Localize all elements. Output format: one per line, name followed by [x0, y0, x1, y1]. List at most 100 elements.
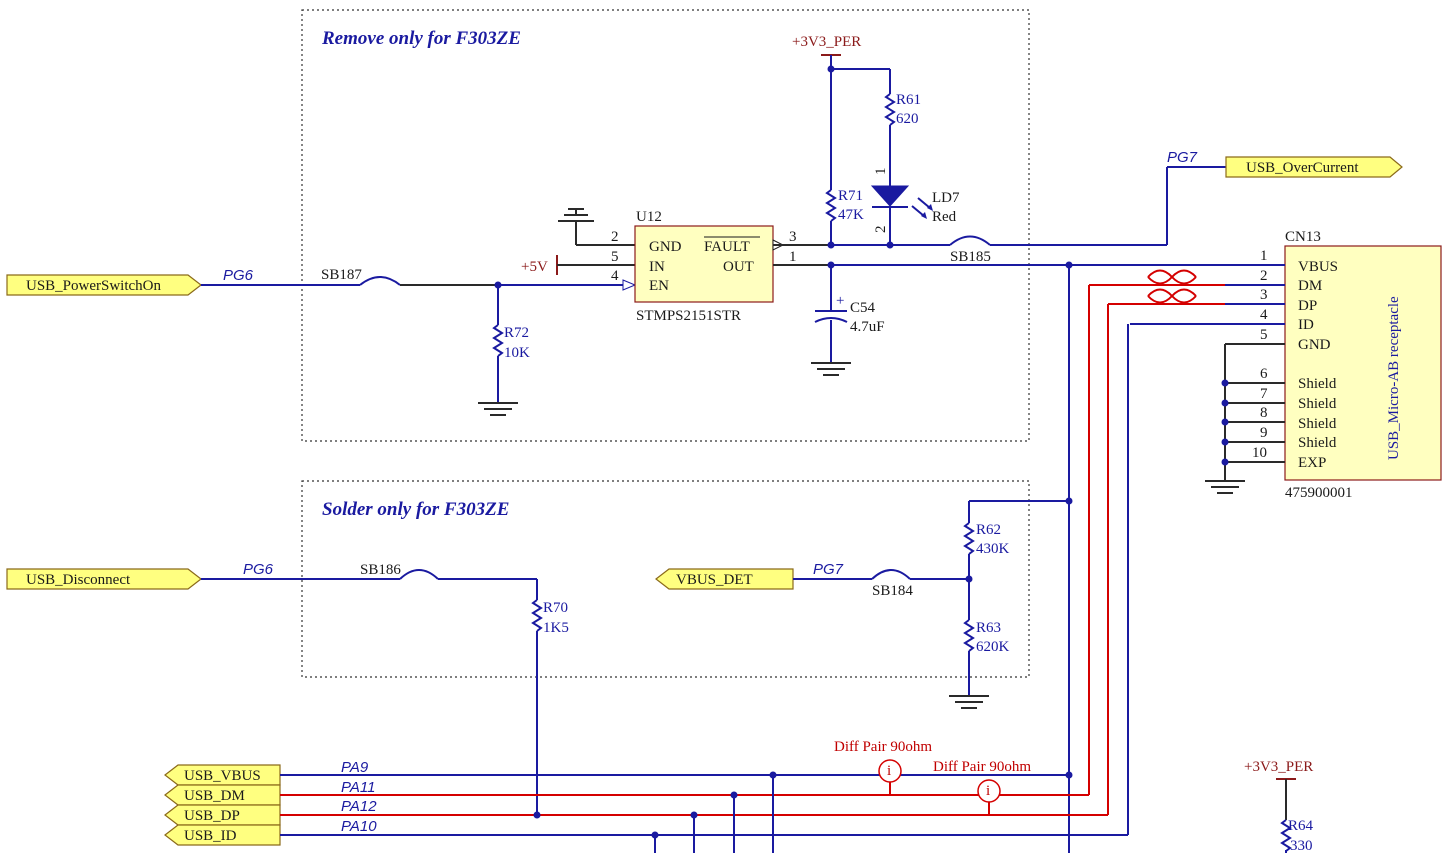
solder-section-frame — [301, 480, 1030, 678]
cn13-pin2-name: DM — [1298, 278, 1322, 294]
capacitor-c54-plate2 — [814, 317, 848, 323]
power-5v: +5V — [521, 259, 548, 275]
ld7-pin1: 1 — [873, 168, 889, 176]
port-usb-overcurrent-label: USB_OverCurrent — [1246, 160, 1359, 176]
ground-icon-u12 — [558, 208, 594, 222]
remove-section-title: Remove only for F303ZE — [321, 28, 521, 49]
port-usb-overcurrent[interactable] — [1225, 156, 1403, 178]
ld7-pin2: 2 — [873, 226, 889, 234]
port-usb-disconnect[interactable] — [6, 568, 202, 590]
r72-value: 10K — [504, 345, 530, 361]
r61-ref: R61 — [896, 92, 921, 108]
cn13-pin8-name: Shield — [1298, 416, 1337, 432]
c54-ref: C54 — [850, 300, 876, 316]
r63-ref: R63 — [976, 620, 1001, 636]
cn13-pin3-num: 3 — [1260, 287, 1268, 303]
sb185-label: SB185 — [950, 249, 991, 265]
cn13-part: 475900001 — [1285, 485, 1353, 501]
u12-pin1-name: OUT — [723, 259, 754, 275]
junction-pa9-vbus — [1065, 771, 1073, 779]
diff-pair-label-1: Diff Pair 90ohm — [834, 739, 932, 755]
net-pg6-bottom: PG6 — [243, 561, 274, 578]
port-usb-powerswitchon[interactable] — [6, 274, 202, 296]
cn13-type: USB_Micro-AB receptacle — [1386, 296, 1402, 460]
cn13-pin7-num: 7 — [1260, 386, 1268, 402]
diff-pair-marker-2-icon: i — [986, 783, 990, 799]
cn13-pin6-num: 6 — [1260, 366, 1268, 382]
sb184-label: SB184 — [872, 583, 913, 599]
u12-pin4-num: 4 — [611, 268, 619, 284]
cn13-pin4-num: 4 — [1260, 307, 1268, 323]
sb186-label: SB186 — [360, 562, 401, 578]
resistor-r72 — [492, 324, 504, 357]
u12-pin1-num: 1 — [789, 249, 797, 265]
junction-shield-8 — [1221, 418, 1229, 426]
ground-icon-c54 — [811, 362, 851, 376]
cn13-pin5-name: GND — [1298, 337, 1331, 353]
r64-value: 330 — [1290, 838, 1313, 853]
port-usb-vbus-label: USB_VBUS — [184, 768, 261, 784]
diff-pair-marker-1-icon: i — [887, 763, 891, 779]
diff-pair-crossing-icon — [1147, 269, 1197, 304]
c54-value: 4.7uF — [850, 319, 885, 335]
r71-ref: R71 — [838, 188, 863, 204]
junction-dm — [730, 791, 738, 799]
junction-exp — [1221, 458, 1229, 466]
net-pa11: PA11 — [341, 779, 375, 796]
port-usb-dp-label: USB_DP — [184, 808, 240, 824]
junction-vbus-bus — [769, 771, 777, 779]
ground-icon-cn13 — [1205, 480, 1245, 494]
u12-pin3-num: 3 — [789, 229, 797, 245]
ground-icon-r72 — [478, 402, 518, 416]
cn13-pin5-num: 5 — [1260, 327, 1268, 343]
ld7-value: Red — [932, 209, 957, 225]
u12-pin2-name: GND — [649, 239, 682, 255]
resistor-r71 — [825, 189, 837, 222]
ic-u12 — [634, 225, 774, 303]
c54-plus: + — [836, 293, 844, 309]
cn13-pin2-num: 2 — [1260, 268, 1268, 284]
cn13-pin1-num: 1 — [1260, 248, 1268, 264]
u12-pin3-name: FAULT — [704, 239, 750, 255]
r63-value: 620K — [976, 639, 1010, 655]
cn13-pin1-name: VBUS — [1298, 259, 1338, 275]
cn13-ref: CN13 — [1285, 229, 1321, 245]
resistor-r62 — [963, 522, 975, 555]
remove-section-frame — [301, 9, 1030, 442]
junction-dp — [690, 811, 698, 819]
resistor-r63 — [963, 619, 975, 652]
net-pa9: PA9 — [341, 759, 369, 776]
power-3v3-per-bottom: +3V3_PER — [1244, 759, 1313, 775]
led-light-icon — [911, 197, 933, 219]
r70-value: 1K5 — [543, 620, 569, 636]
r71-value: 47K — [838, 207, 864, 223]
led-ld7 — [870, 185, 910, 207]
r62-ref: R62 — [976, 522, 1001, 538]
junction-id — [651, 831, 659, 839]
u12-part: STMPS2151STR — [636, 308, 741, 324]
junction-shield-9 — [1221, 438, 1229, 446]
r70-ref: R70 — [543, 600, 568, 616]
net-pg7-top: PG7 — [1167, 149, 1198, 166]
u12-pin5-num: 5 — [611, 249, 619, 265]
cn13-pin6-name: Shield — [1298, 376, 1337, 392]
connector-cn13 — [1284, 245, 1442, 481]
diff-pair-label-2: Diff Pair 90ohm — [933, 759, 1031, 775]
cn13-pin9-num: 9 — [1260, 425, 1268, 441]
junction-3v3 — [827, 65, 835, 73]
sb187-label: SB187 — [321, 267, 362, 283]
junction-shield-7 — [1221, 399, 1229, 407]
solder-bridge-sb187 — [359, 276, 401, 286]
net-pg7-bottom: PG7 — [813, 561, 844, 578]
ground-icon-r63 — [949, 695, 989, 709]
u12-pin2-num: 2 — [611, 229, 619, 245]
port-usb-powerswitchon-label: USB_PowerSwitchOn — [26, 278, 162, 294]
cn13-pin9-name: Shield — [1298, 435, 1337, 451]
resistor-r61 — [884, 93, 896, 126]
solder-bridge-sb185 — [949, 235, 991, 246]
port-usb-dm-label: USB_DM — [184, 788, 245, 804]
cn13-pin8-num: 8 — [1260, 405, 1268, 421]
cn13-pin7-name: Shield — [1298, 396, 1337, 412]
power-3v3-per-top: +3V3_PER — [792, 34, 861, 50]
